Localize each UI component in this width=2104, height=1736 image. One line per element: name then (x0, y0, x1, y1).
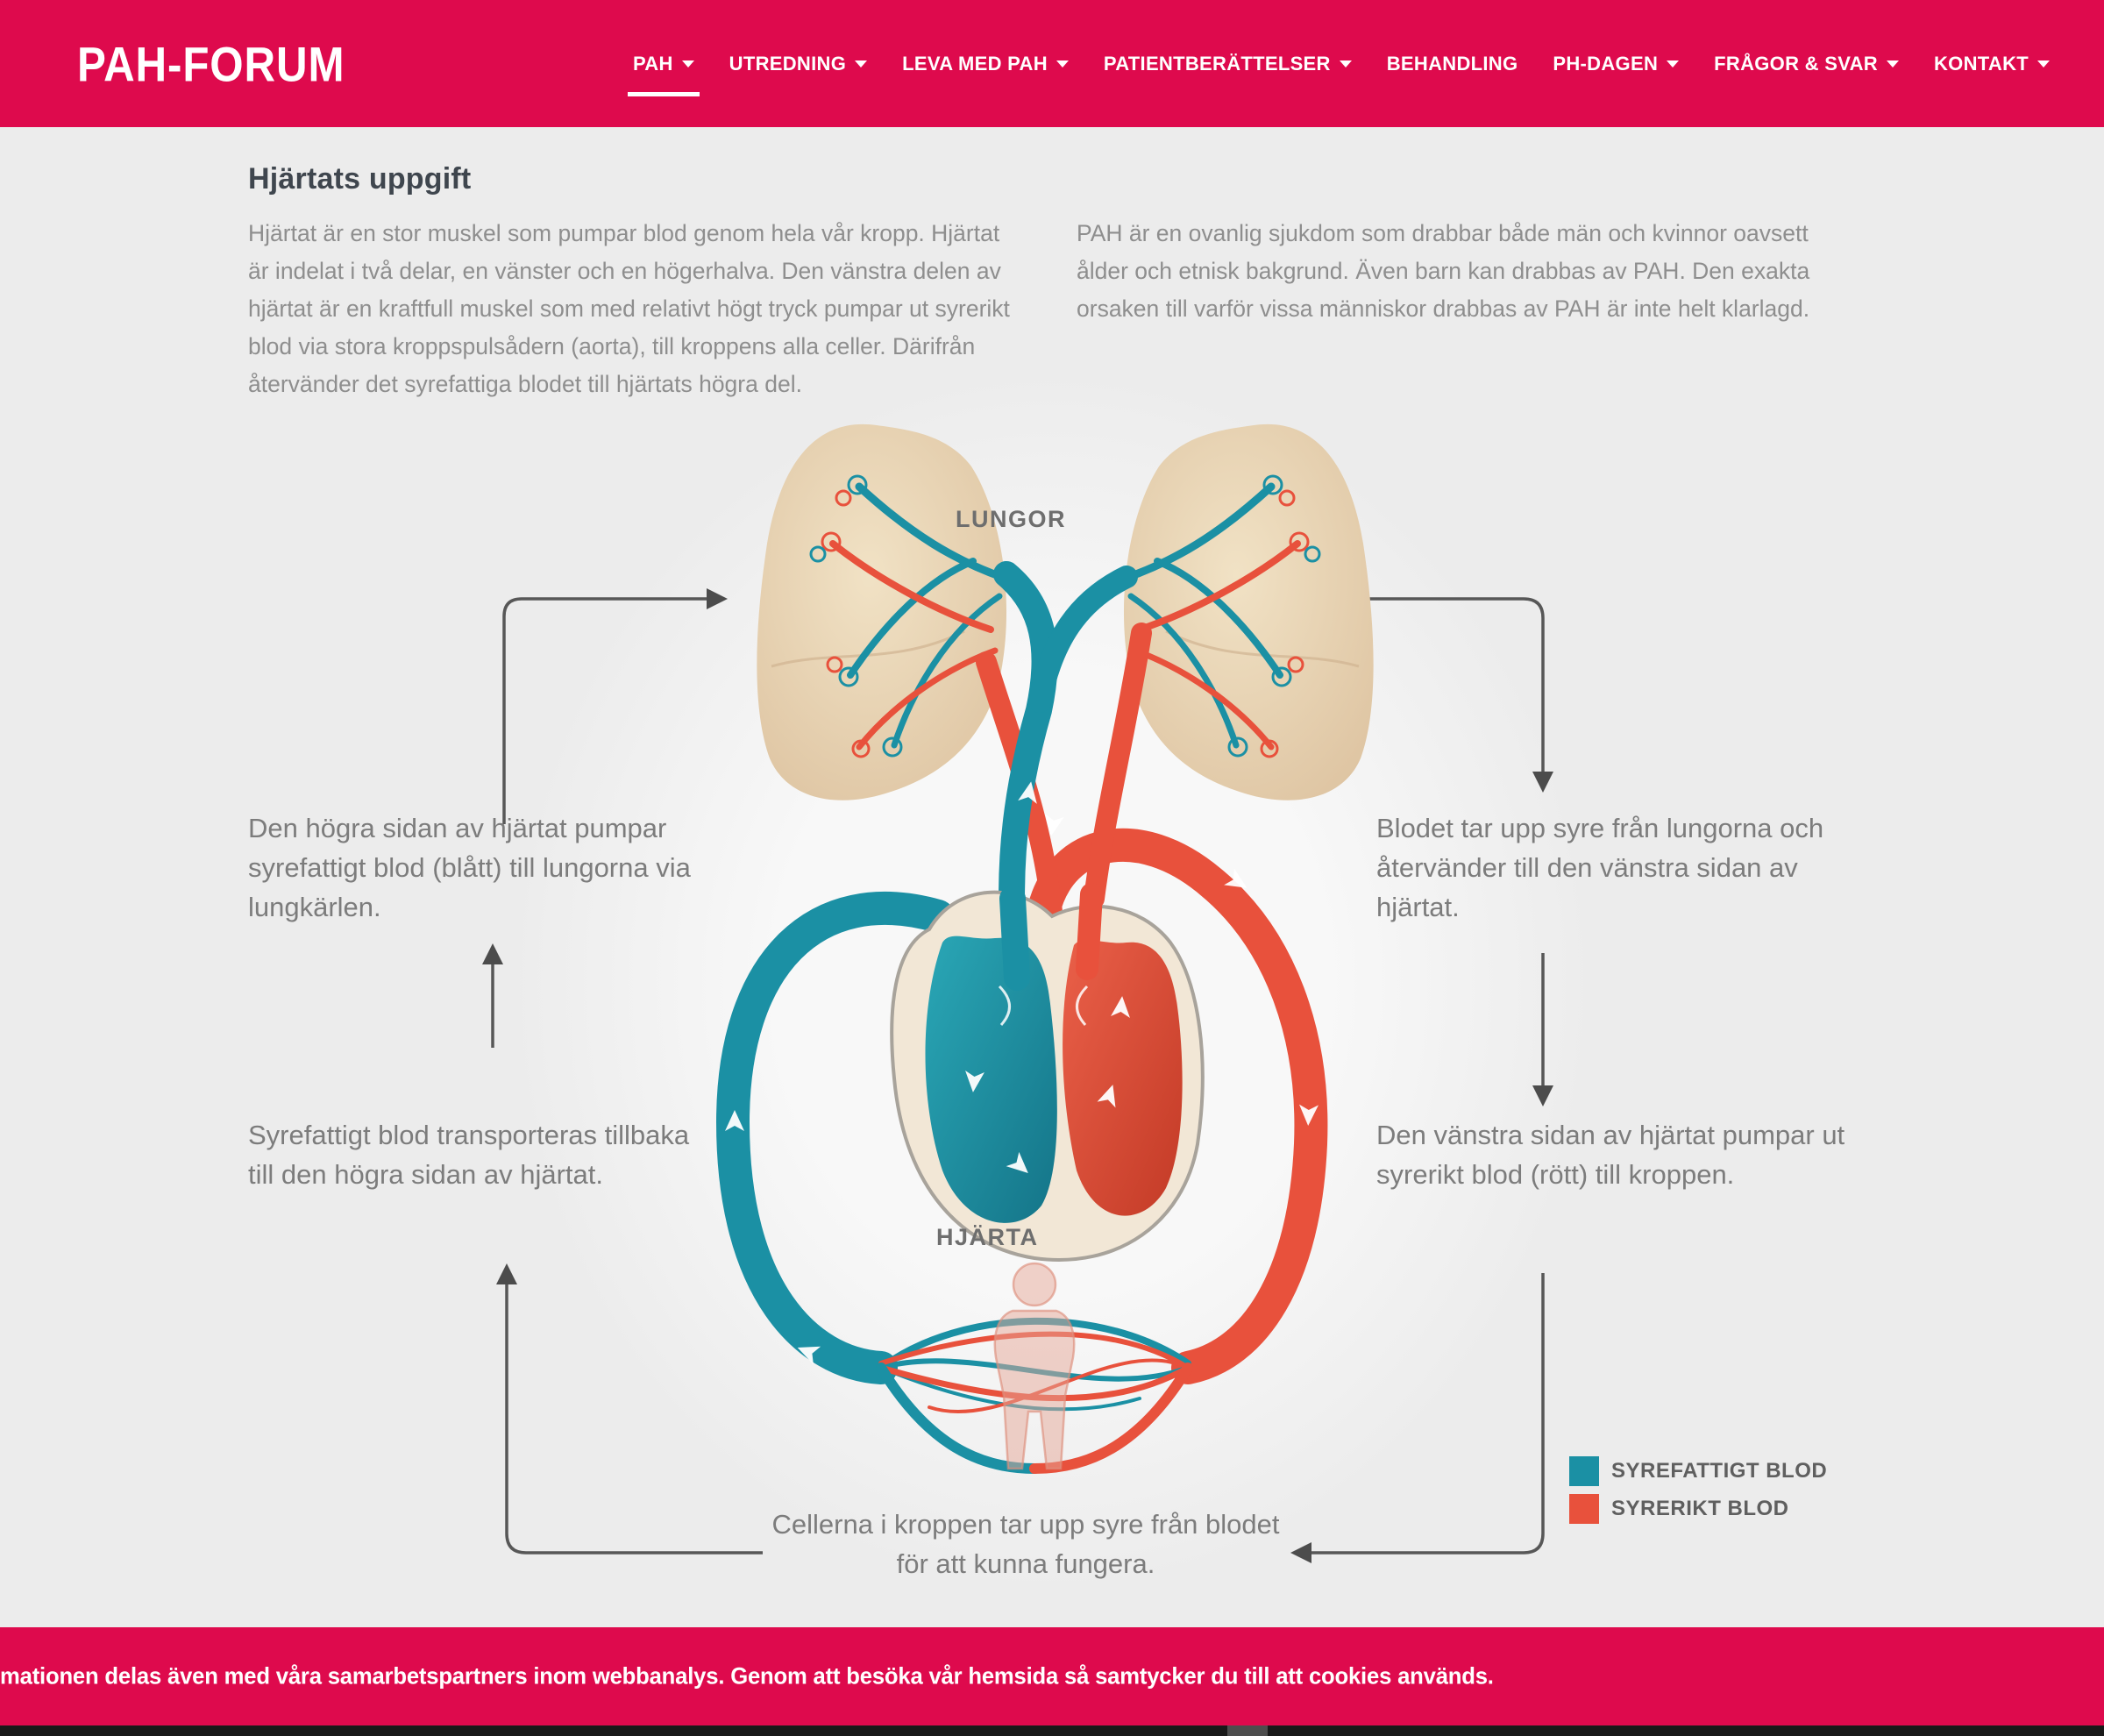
nav-item-label: FRÅGOR & SVAR (1714, 52, 1878, 75)
chevron-down-icon (1339, 60, 1352, 68)
nav-item-pah[interactable]: PAH (627, 52, 700, 96)
nav-item-kontakt[interactable]: KONTAKT (1934, 53, 2050, 75)
nav-item-label: KONTAKT (1933, 52, 2029, 75)
body-figure (993, 1262, 1076, 1470)
lungs-label: LUNGOR (956, 506, 1066, 532)
nav-item-patientberattelser[interactable]: PATIENTBERÄTTELSER (1104, 53, 1352, 75)
chevron-down-icon (681, 60, 694, 68)
chevron-down-icon (1886, 60, 1899, 68)
scrollbar-thumb[interactable] (1227, 1725, 1268, 1736)
chevron-down-icon (1056, 60, 1069, 68)
central-vessels (976, 561, 1152, 943)
annotation-oxygen-uptake-lungs: Blodet tar upp syre från lungorna och åt… (1376, 813, 1824, 922)
diagram-legend: SYREFATTIGT BLOD SYRERIKT BLOD (1569, 1456, 1827, 1532)
main-navigation: PAH UTREDNING LEVA MED PAH PATIENTBERÄTT… (627, 0, 2050, 127)
horizontal-scrollbar[interactable] (0, 1725, 2104, 1736)
chevron-down-icon (855, 60, 868, 68)
nav-item-label: UTREDNING (729, 52, 847, 75)
legend-row-oxygen-poor: SYREFATTIGT BLOD (1569, 1456, 1827, 1486)
heart-illustration (890, 883, 1205, 1262)
nav-item-fragor-svar[interactable]: FRÅGOR & SVAR (1714, 53, 1899, 75)
annotation-blood-back-to-heart: Syrefattigt blod transporteras tillbaka … (248, 1120, 690, 1190)
intro-paragraph-right: PAH är en ovanlig sjukdom som drabbar bå… (1077, 219, 1810, 322)
chevron-down-icon (2037, 60, 2050, 68)
nav-item-label: PAH (632, 52, 673, 75)
annotation-left-heart-to-body: Den vänstra sidan av hjärtat pumpar ut s… (1376, 1120, 1845, 1190)
annotation-cells-take-oxygen: Cellerna i kroppen tar upp syre från blo… (771, 1509, 1280, 1579)
connector-arrows (482, 588, 1553, 1563)
nav-item-label: PH-DAGEN (1553, 52, 1659, 75)
nav-item-ph-dagen[interactable]: PH-DAGEN (1553, 52, 1680, 75)
nav-item-utredning[interactable]: UTREDNING (729, 52, 868, 75)
legend-label: SYREFATTIGT BLOD (1611, 1459, 1828, 1483)
nav-item-behandling[interactable]: BEHANDLING (1387, 53, 1518, 75)
nav-item-label: PATIENTBERÄTTELSER (1103, 52, 1331, 75)
nav-item-label: LEVA MED PAH (902, 52, 1048, 75)
oxygen-poor-swatch (1569, 1456, 1599, 1486)
page-title: Hjärtats uppgift (248, 161, 472, 196)
nav-item-leva-med-pah[interactable]: LEVA MED PAH (902, 53, 1069, 75)
circulation-illustration (482, 423, 1553, 1563)
nav-item-label: BEHANDLING (1386, 52, 1518, 75)
legend-row-oxygen-rich: SYRERIKT BLOD (1569, 1494, 1827, 1524)
oxygen-rich-swatch (1569, 1494, 1599, 1524)
annotation-right-heart-to-lungs: Den högra sidan av hjärtat pumpar syrefa… (248, 813, 691, 922)
cookie-banner: mationen delas även med våra samarbetspa… (0, 1627, 2104, 1725)
chevron-down-icon (1667, 60, 1680, 68)
heart-label: HJÄRTA (936, 1224, 1039, 1250)
site-logo[interactable]: PAH-FORUM (77, 36, 345, 91)
cookie-banner-text: mationen delas även med våra samarbetspa… (0, 1662, 1494, 1690)
lungs-illustration (757, 423, 1374, 800)
site-header: PAH-FORUM PAH UTREDNING LEVA MED PAH PAT… (0, 0, 2104, 127)
legend-label: SYRERIKT BLOD (1611, 1497, 1789, 1520)
